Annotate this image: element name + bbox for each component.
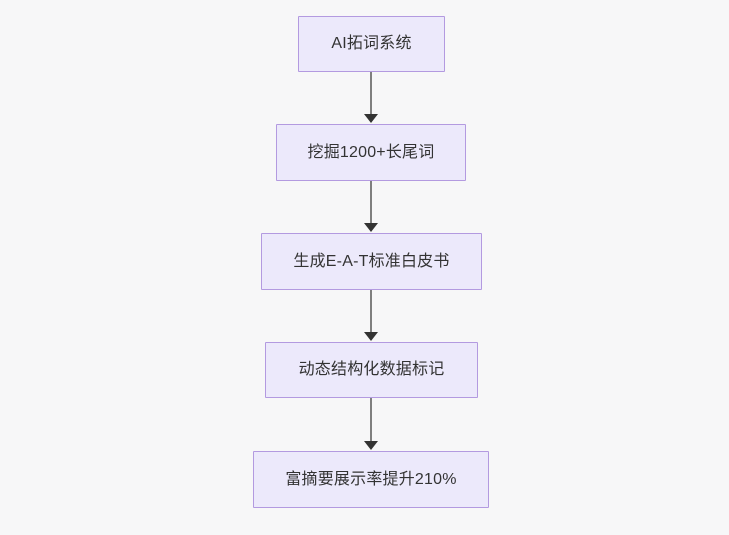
flowchart-edge-4-arrowhead-icon [364, 441, 378, 450]
flowchart-node-1-label: AI拓词系统 [331, 35, 412, 53]
flowchart-node-4-label: 动态结构化数据标记 [298, 361, 445, 379]
flowchart-node-2-label: 挖掘1200+长尾词 [307, 143, 435, 161]
flowchart-node-3-label: 生成E-A-T标准白皮书 [293, 252, 450, 270]
flowchart-edge-4-line [370, 398, 373, 444]
flowchart-edge-2-arrowhead-icon [364, 223, 378, 232]
flowchart-edge-3-line [370, 290, 373, 335]
flowchart-edge-3-arrowhead-icon [364, 332, 378, 341]
flowchart-node-1[interactable]: AI拓词系统 [298, 16, 445, 72]
flowchart-node-3[interactable]: 生成E-A-T标准白皮书 [261, 233, 482, 290]
flowchart-node-5[interactable]: 富摘要展示率提升210% [253, 451, 489, 508]
flowchart-edge-1-line [370, 72, 373, 117]
flowchart-node-4[interactable]: 动态结构化数据标记 [265, 342, 478, 398]
flowchart-node-2[interactable]: 挖掘1200+长尾词 [276, 124, 466, 181]
flowchart-edge-2-line [370, 181, 373, 226]
flowchart-node-5-label: 富摘要展示率提升210% [285, 470, 457, 488]
flowchart-edge-1-arrowhead-icon [364, 114, 378, 123]
